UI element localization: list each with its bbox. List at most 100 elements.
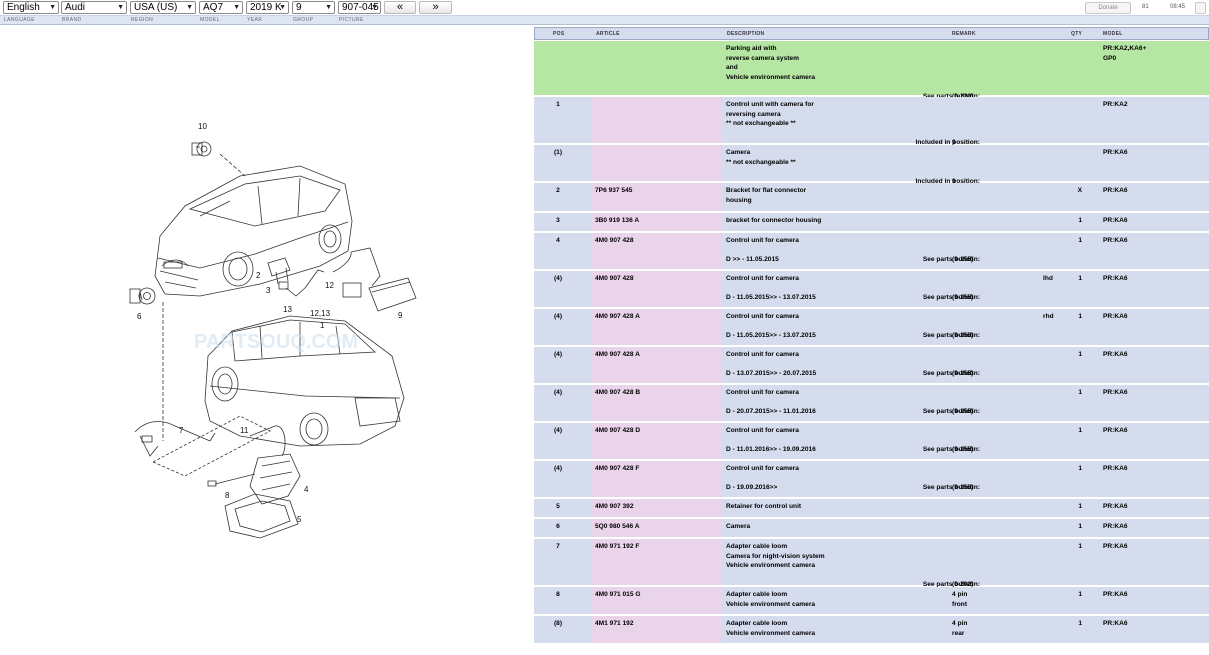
selector-toolbar: English▼ Audi▼ USA (US)▼ AQ7▼ 2019 K▼ 9▼… [0,0,1209,16]
region-select[interactable]: USA (US)▼ [130,1,196,14]
parts-bulletin-label[interactable]: See parts bulletin: [922,408,980,415]
parts-bulletin-label[interactable]: See parts bulletin: [922,332,980,339]
model-line: PR:KA6 [1103,149,1128,156]
group-select[interactable]: 9▼ [292,1,335,14]
row-article-number[interactable]: 4M0 907 428 [591,233,722,269]
row-article-number[interactable]: 7P6 937 545 [591,183,722,211]
row-article-number[interactable]: 4M0 907 428 D [591,423,722,459]
row-article-number[interactable]: 4M0 907 428 F [591,461,722,497]
row-model: PR:KA2 [1103,97,1207,143]
row-quantity: 1 [1078,313,1082,320]
callout-8[interactable]: 8 [225,491,230,500]
model-line: PR:KA6 [1103,313,1128,320]
callout-1[interactable]: 1 [320,321,325,330]
row-article-number[interactable]: 4M0 971 192 F [591,539,722,585]
callout-7[interactable]: 7 [179,426,184,435]
parts-bulletin-value[interactable]: (9-155) [952,370,974,377]
previous-picture-button[interactable]: « [384,1,416,14]
row-article-number[interactable]: 3B0 919 136 A [591,213,722,231]
picture-select[interactable]: 907-045▼ [338,1,381,14]
parts-bulletin-label[interactable]: See parts bulletin: [922,92,980,100]
model-line: PR:KA6 [1103,427,1128,434]
parts-bulletin-value[interactable]: (9-155) [952,294,974,301]
parts-bulletin-value[interactable]: 9 [952,139,956,146]
brand-select[interactable]: Audi▼ [61,1,127,14]
parts-bulletin-value[interactable]: (9-155) [952,256,974,263]
callout-12-13[interactable]: 12,13 [310,309,331,318]
model-line: PR:KA2 [1103,101,1128,108]
row-article-number[interactable]: 5Q0 980 546 A [591,519,722,537]
callout-13[interactable]: 13 [283,305,292,314]
remark-line: front [952,600,968,608]
callout-2[interactable]: 2 [256,271,261,280]
description-line: Retainer for control unit [726,503,802,510]
parts-bulletin-label[interactable]: See parts bulletin: [922,294,980,301]
row-description: Camera [722,519,882,537]
year-select[interactable]: 2019 K▼ [246,1,289,14]
parts-bulletin-label[interactable]: Included in position: [915,177,980,185]
row-quantity: 1 [1078,620,1082,627]
header-qty: QTY [1071,31,1083,37]
callout-5[interactable]: 5 [297,515,302,524]
parts-bulletin-value[interactable]: (0-223) [952,92,974,100]
parts-bulletin-value[interactable]: (9-155) [952,446,974,453]
table-row[interactable]: (1)Camera** not exchangeable **Included … [534,145,1209,185]
description-line [726,322,882,332]
row-model: PR:KA6 [1103,519,1207,537]
callout-11[interactable]: 11 [240,426,249,435]
parts-bulletin-label[interactable]: Included in position: [915,139,980,146]
callout-10[interactable]: 10 [198,122,207,131]
row-article-number[interactable]: 4M0 907 428 A [591,347,722,383]
parts-bulletin-value[interactable]: (9-155) [952,484,974,491]
row-article-number[interactable]: 4M0 907 392 [591,499,722,517]
parts-bulletin-label[interactable]: See parts bulletin: [922,256,980,263]
callout-3[interactable]: 3 [266,286,271,295]
row-article-number [591,41,722,95]
label-language: LANGUAGE [4,17,35,23]
row-article-number[interactable]: 4M0 971 015 G [591,587,722,614]
brand-value: Audi [65,2,86,13]
row-article-number[interactable]: 4M1 971 192 [591,616,722,643]
row-position: 6 [556,523,560,530]
language-select[interactable]: English▼ [3,1,59,14]
parts-bulletin-label[interactable]: See parts bulletin: [922,484,980,491]
parts-bulletin-value[interactable]: (9-155) [952,332,974,339]
donate-button[interactable]: Donate [1085,2,1131,14]
callout-9[interactable]: 9 [398,311,403,320]
parts-bulletin-label[interactable]: See parts bulletin: [922,446,980,453]
row-article-number[interactable]: 4M0 907 428 B [591,385,722,421]
model-select[interactable]: AQ7▼ [199,1,243,14]
row-article-number[interactable]: 4M0 907 428 A [591,309,722,345]
parts-bulletin-value[interactable]: 9 [952,177,956,185]
callout-6[interactable]: 6 [137,312,142,321]
description-line [726,436,882,446]
callout-4[interactable]: 4 [304,485,309,494]
row-article-number[interactable]: 4M0 907 428 [591,271,722,307]
next-picture-button[interactable]: » [419,1,452,14]
parts-bulletin-label[interactable]: See parts bulletin: [922,581,980,588]
menu-button[interactable] [1195,2,1206,14]
parts-bulletin-value[interactable]: (0-202) [952,581,974,588]
parts-bulletin-value[interactable]: (9-155) [952,408,974,415]
parts-diagram[interactable]: 10 2 3 12 13 12,13 1 9 6 7 11 8 4 5 PART… [0,26,534,650]
description-line: Adapter cable loom [726,620,788,627]
callout-12[interactable]: 12 [325,281,334,290]
parts-bulletin-label[interactable]: See parts bulletin: [922,370,980,377]
